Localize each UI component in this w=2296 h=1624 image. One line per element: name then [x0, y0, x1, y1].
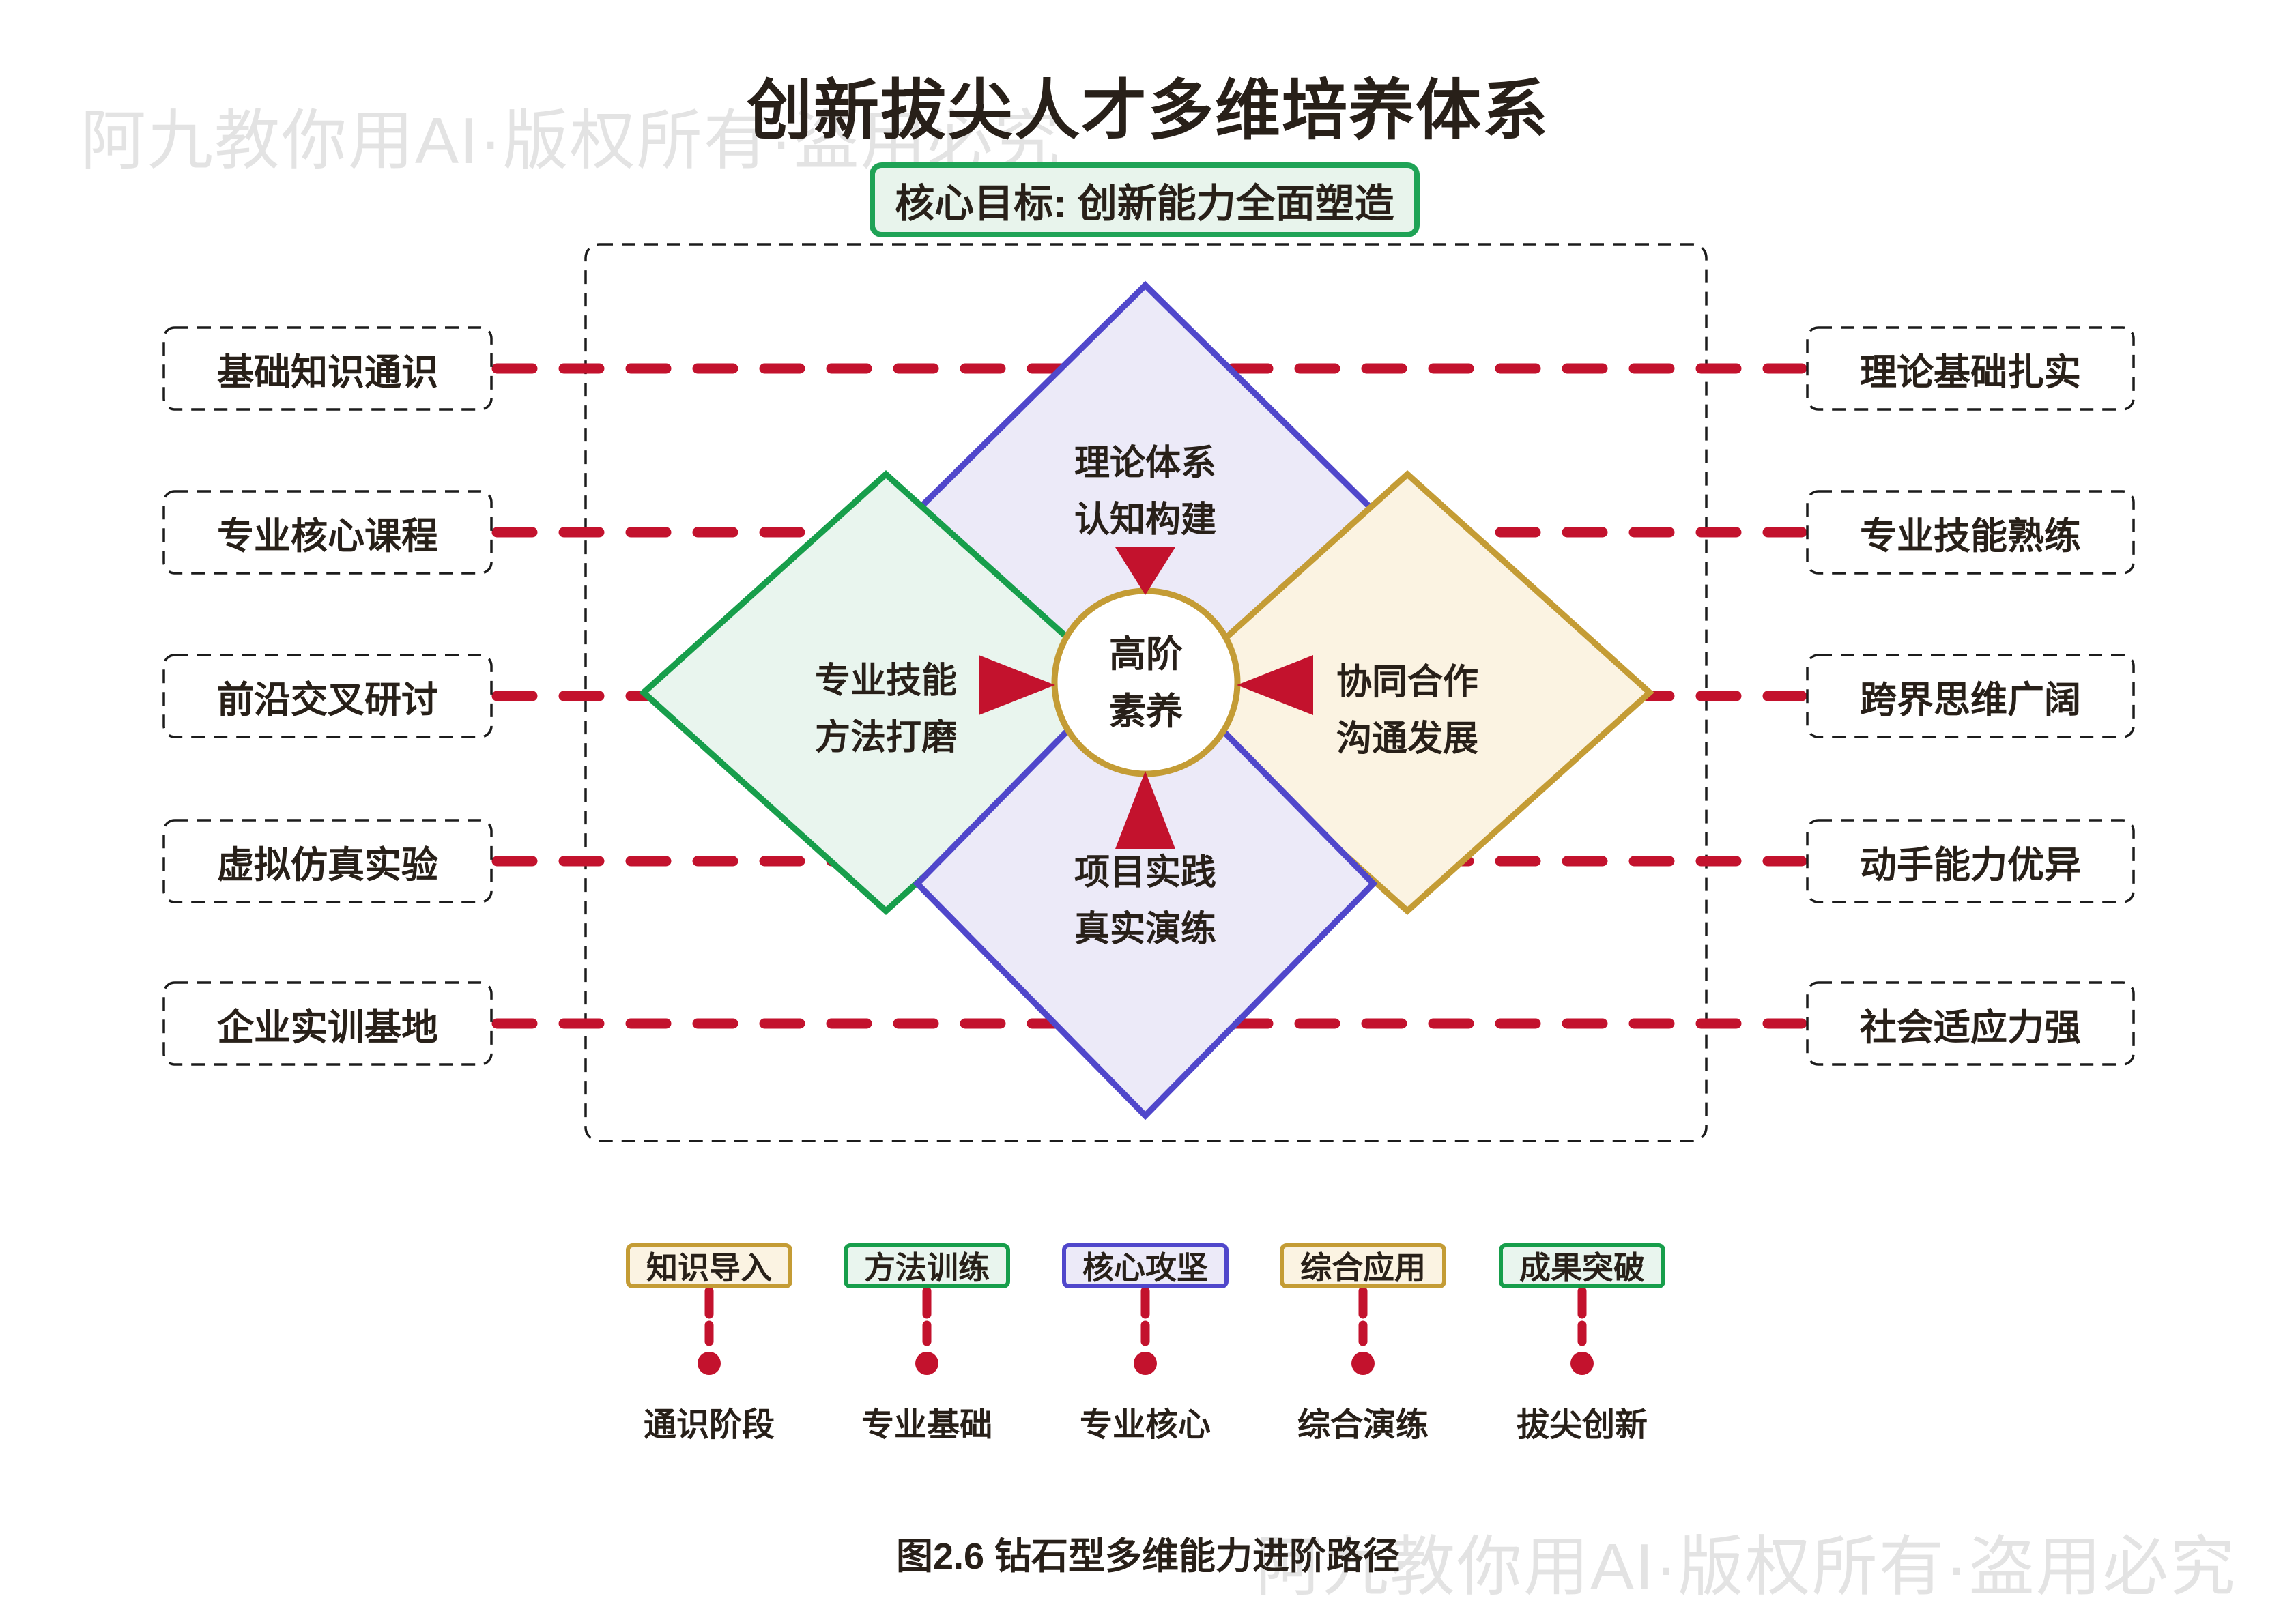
page-title: 创新拔尖人才多维培养体系 [747, 74, 1549, 147]
stage-dot-4 [1351, 1352, 1375, 1375]
left-item-1: 基础知识通识 [217, 351, 438, 393]
left-box-3-frame [162, 654, 493, 738]
arrow-from-left [979, 655, 1055, 715]
right-item-1: 理论基础扎实 [1860, 351, 2081, 393]
stage-box-1-label: 知识导入 [646, 1250, 772, 1286]
diamond-left-label: 专业技能 方法打磨 [814, 661, 957, 758]
phase-label-4: 综合演练 [1297, 1407, 1429, 1443]
right-box-2-frame [1806, 490, 2135, 575]
stage-dot-5 [1570, 1352, 1594, 1375]
diamond-bottom [913, 647, 1378, 1120]
goal-label: 核心目标: 创新能力全面塑造 [895, 182, 1394, 226]
left-item-2: 专业核心课程 [217, 515, 438, 557]
stage-box-3-label: 核心攻坚 [1082, 1250, 1208, 1286]
left-box-1-frame [162, 326, 493, 411]
right-item-5: 社会适应力强 [1860, 1006, 2081, 1048]
arrow-from-bottom [1115, 771, 1175, 849]
right-box-4-frame [1806, 819, 2135, 903]
phase-label-2: 专业基础 [861, 1407, 992, 1443]
arrow-from-top [1115, 547, 1175, 595]
left-item-4: 虚拟仿真实验 [217, 844, 438, 886]
arrow-from-right [1237, 655, 1313, 715]
stage-box-5-label: 成果突破 [1519, 1250, 1645, 1286]
red-arrows [979, 547, 1313, 849]
goal-box: 核心目标: 创新能力全面塑造 [870, 162, 1420, 237]
stage-box-2: 方法训练 [844, 1243, 1010, 1288]
stage-dot-2 [915, 1352, 938, 1375]
center-circle-label: 高阶 素养 [1109, 634, 1183, 732]
stage-box-4: 综合应用 [1280, 1243, 1446, 1288]
stage-connectors [704, 1286, 1587, 1346]
stage-box-1: 知识导入 [626, 1243, 792, 1288]
right-box-1-frame [1806, 326, 2135, 411]
dashed-container [584, 243, 1708, 1142]
phase-label-1: 通识阶段 [643, 1407, 775, 1443]
right-item-4: 动手能力优异 [1860, 844, 2081, 886]
right-box-3-frame [1806, 654, 2135, 738]
stage-box-5: 成果突破 [1499, 1243, 1665, 1288]
diamond-top-label: 理论体系 认知构建 [1074, 444, 1216, 540]
diamond-right-label: 协同合作 沟通发展 [1336, 663, 1478, 759]
left-item-3: 前沿交叉研讨 [217, 679, 438, 721]
phase-label-5: 拔尖创新 [1516, 1407, 1648, 1443]
stage-dots [698, 1352, 1594, 1375]
left-box-5-frame [162, 981, 493, 1066]
stage-box-3: 核心攻坚 [1062, 1243, 1229, 1288]
right-item-3: 跨界思维广阔 [1860, 679, 2081, 721]
right-box-5-frame [1806, 981, 2135, 1066]
side-box-frames [162, 326, 2135, 1066]
phase-label-3: 专业核心 [1079, 1407, 1211, 1443]
stage-box-2-label: 方法训练 [864, 1250, 990, 1286]
stage-box-4-label: 综合应用 [1300, 1250, 1426, 1286]
left-box-4-frame [162, 819, 493, 903]
stage-dot-3 [1134, 1352, 1157, 1375]
stage-dot-1 [698, 1352, 721, 1375]
right-item-2: 专业技能熟练 [1860, 515, 2081, 557]
watermark-bottom: 阿九教你用AI·版权所有·盗用必究 [1256, 1531, 2237, 1604]
figure-caption: 图2.6 钻石型多维能力进阶路径 [895, 1536, 1401, 1577]
left-box-2-frame [162, 490, 493, 575]
left-item-5: 企业实训基地 [217, 1006, 438, 1048]
diamond-bottom-label: 项目实践 真实演练 [1074, 853, 1216, 950]
